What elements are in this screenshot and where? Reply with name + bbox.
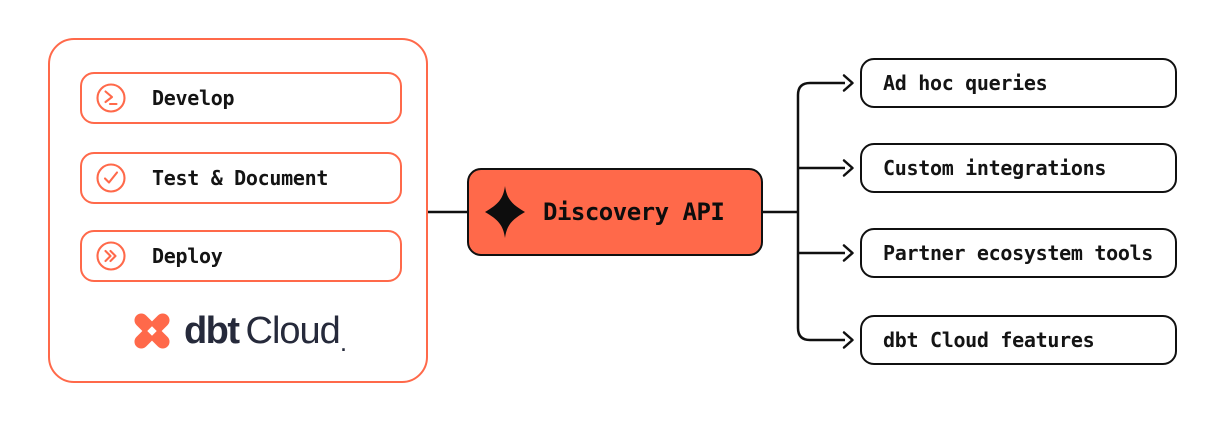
output-label: Custom integrations	[883, 156, 1107, 180]
arrowhead-icon	[842, 74, 854, 92]
output-label: Ad hoc queries	[883, 71, 1048, 95]
double-chevron-icon	[96, 241, 126, 271]
checkmark-icon	[96, 163, 126, 193]
api-node-label: Discovery API	[543, 198, 725, 226]
dbt-cloud-panel: Develop Test & Document Deploy	[48, 38, 428, 383]
arrowhead-icon	[842, 331, 854, 349]
logo-text-cloud: Cloud	[245, 309, 341, 352]
discovery-api-node: Discovery API	[467, 168, 763, 256]
step-label: Deploy	[152, 244, 223, 268]
output-box-partner-ecosystem-tools: Partner ecosystem tools	[860, 228, 1177, 278]
dbt-logo-mark-icon	[134, 313, 170, 349]
arrowhead-icon	[842, 244, 854, 262]
dbt-cloud-logo: dbt Cloud .	[50, 308, 426, 357]
output-box-dbt-cloud-features: dbt Cloud features	[860, 315, 1177, 365]
output-label: Partner ecosystem tools	[883, 241, 1154, 265]
trademark-dot: .	[339, 326, 348, 357]
terminal-prompt-icon	[96, 83, 126, 113]
branch-top	[796, 81, 845, 212]
workflow-step-deploy: Deploy	[80, 230, 402, 282]
branch-bottom	[796, 212, 845, 342]
workflow-step-develop: Develop	[80, 72, 402, 124]
step-label: Test & Document	[152, 166, 329, 190]
step-label: Develop	[152, 86, 235, 110]
workflow-step-test-document: Test & Document	[80, 152, 402, 204]
logo-text-dbt: dbt	[183, 309, 240, 352]
sparkle-icon	[485, 186, 525, 238]
output-box-custom-integrations: Custom integrations	[860, 143, 1177, 193]
arrowhead-icon	[842, 159, 854, 177]
output-label: dbt Cloud features	[883, 328, 1095, 352]
output-box-ad-hoc-queries: Ad hoc queries	[860, 58, 1177, 108]
